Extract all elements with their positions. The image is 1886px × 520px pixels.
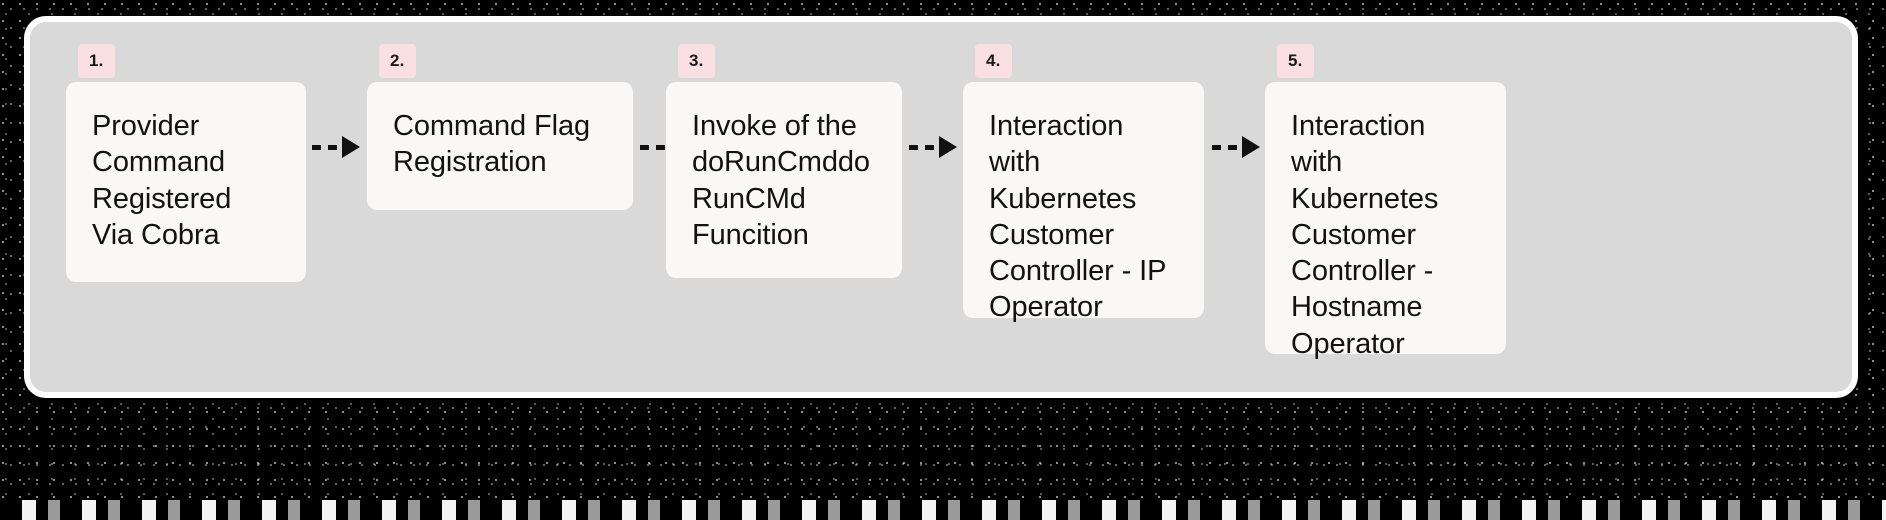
connector-arrow-3-4 (909, 136, 957, 158)
step-card-3[interactable]: Invoke of the doRunCmddoRunCMd Funcition (666, 82, 902, 278)
step-card-5[interactable]: Interaction with Kubernetes Customer Con… (1265, 82, 1506, 360)
arrow-head-icon (1242, 136, 1260, 158)
arrow-dashes (1212, 144, 1242, 150)
diagram-panel: 1. Provider Command Registered Via Cobra… (30, 22, 1852, 392)
arrow-dashes (640, 144, 670, 150)
step-card-4[interactable]: Interaction with Kubernetes Customer Con… (963, 82, 1204, 323)
step-card-label-4: Interaction with Kubernetes Customer Con… (989, 110, 1166, 324)
arrow-dashes (909, 144, 939, 150)
step-card-label-1: Provider Command Registered Via Cobra (92, 110, 232, 251)
arrow-head-icon (342, 136, 360, 158)
step-number-badge-5: 5. (1277, 44, 1314, 78)
step-number-badge-4: 4. (975, 44, 1012, 78)
step-card-label-2: Command Flag Registration (393, 110, 591, 179)
step-card-2[interactable]: Command Flag Registration (367, 82, 633, 210)
step-card-label-3: Invoke of the doRunCmddoRunCMd Funcition (692, 110, 870, 251)
arrow-head-icon (939, 136, 957, 158)
step-number-badge-2: 2. (379, 44, 416, 78)
flowchart: 1. Provider Command Registered Via Cobra… (30, 22, 1852, 392)
step-number-badge-1: 1. (78, 44, 115, 78)
connector-arrow-1-2 (312, 136, 360, 158)
step-card-label-5: Interaction with Kubernetes Customer Con… (1291, 110, 1439, 360)
step-card-1[interactable]: Provider Command Registered Via Cobra (66, 82, 306, 282)
bottom-dash-strip (0, 500, 1886, 520)
arrow-dashes (312, 144, 342, 150)
step-number-badge-3: 3. (678, 44, 715, 78)
connector-arrow-4-5 (1212, 136, 1260, 158)
